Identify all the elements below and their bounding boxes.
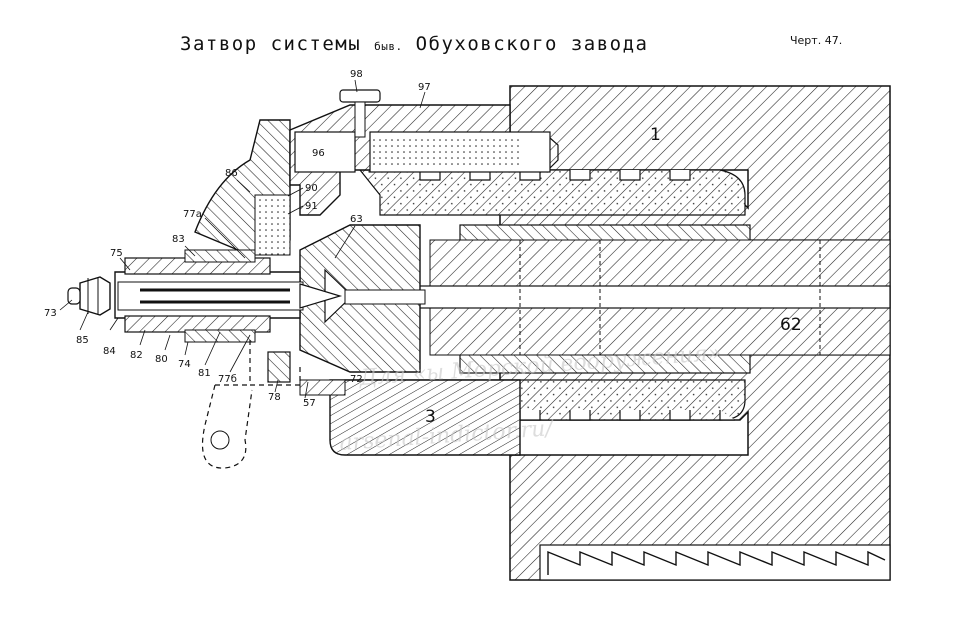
dashed-handle-outline xyxy=(201,340,301,469)
label-3: 3 xyxy=(425,407,436,427)
leader-lines xyxy=(59,79,426,399)
label-75: 75 xyxy=(110,248,123,259)
label-80: 80 xyxy=(155,354,168,365)
label-57: 57 xyxy=(303,398,316,409)
label-78: 78 xyxy=(268,392,281,403)
label-86: 86 xyxy=(225,168,238,179)
title-part-1: Затвор системы xyxy=(180,33,362,55)
label-77a: 77a xyxy=(183,209,202,220)
label-85: 85 xyxy=(76,335,89,346)
label-82: 82 xyxy=(130,350,143,361)
cam-block-96 xyxy=(289,89,559,216)
label-62: 62 xyxy=(780,315,802,335)
title-small-word: быв. xyxy=(374,40,403,53)
title-part-2: Обуховского завода xyxy=(415,33,649,55)
label-74: 74 xyxy=(178,359,191,370)
page-title: Затвор системы быв. Обуховского завода xyxy=(180,33,648,55)
sheet-number: Черт. 47. xyxy=(790,34,843,47)
label-84: 84 xyxy=(103,346,116,357)
label-83: 83 xyxy=(172,234,185,245)
label-77b: 77б xyxy=(218,374,237,385)
carrier-part-3 xyxy=(329,379,521,456)
part-labels: 1 3 57 62 63 72 73 74 75 77a 77б 78 80 8… xyxy=(44,69,802,427)
label-63: 63 xyxy=(350,214,363,225)
firing-pin-assembly xyxy=(67,249,426,383)
label-91: 91 xyxy=(305,201,318,212)
label-98: 98 xyxy=(350,69,363,80)
label-72: 72 xyxy=(350,374,363,385)
label-96: 96 xyxy=(312,148,325,159)
label-73: 73 xyxy=(44,308,57,319)
upper-guard-86 xyxy=(194,119,291,256)
label-90: 90 xyxy=(305,183,318,194)
label-1: 1 xyxy=(650,125,661,145)
rack-teeth xyxy=(539,544,891,581)
label-81: 81 xyxy=(198,368,211,379)
label-97: 97 xyxy=(418,82,431,93)
